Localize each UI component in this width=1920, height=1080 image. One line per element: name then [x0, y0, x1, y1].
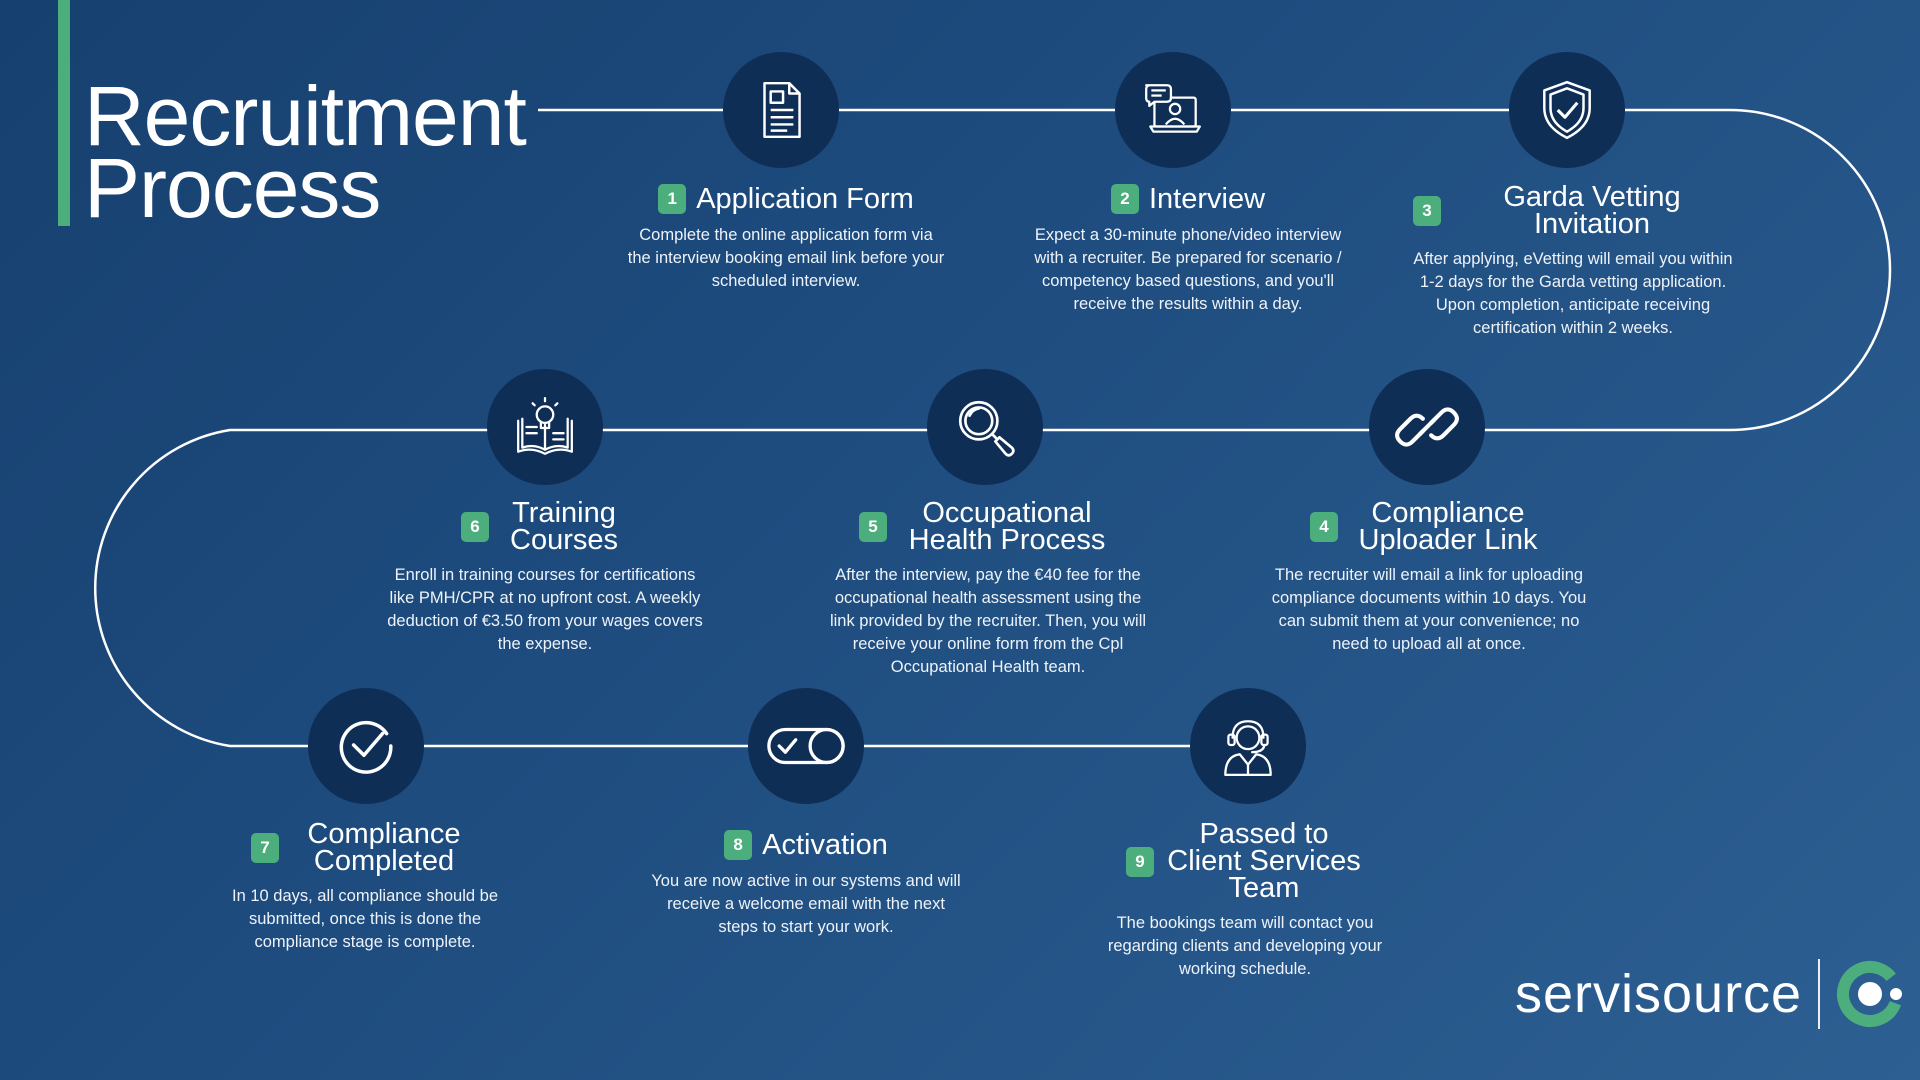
step-6-title: Training Courses [510, 497, 618, 556]
shield-check-icon [1543, 80, 1591, 140]
step-3-icon-circle [1509, 52, 1625, 168]
magnifier-icon [958, 400, 1015, 457]
page-title-line-1: Recruitment [84, 69, 527, 163]
step-1-icon-circle [723, 52, 839, 168]
step-2-title: Interview [1148, 182, 1266, 215]
page-title-line-2: Process [84, 141, 381, 235]
step-7-description: In 10 days, all compliance should be sub… [232, 887, 498, 951]
step-5-title: Occupational Health Process [908, 497, 1106, 556]
logo-text: servisource [1515, 964, 1803, 1024]
step-6-icon-circle [487, 369, 603, 485]
step-5-icon-circle [927, 369, 1043, 485]
servisource-logo-icon [1837, 961, 1904, 1027]
step-2-number-badge: 2 [1110, 184, 1139, 214]
video-interview-icon [1145, 84, 1201, 133]
step-4-title: Compliance Uploader Link [1358, 497, 1538, 556]
step-3-number-badge: 3 [1413, 196, 1441, 226]
step-1-title: Application Form [696, 182, 914, 215]
step-7: 7 Compliance Completed In 10 days, all c… [205, 818, 525, 954]
step-5-description: After the interview, pay the €40 fee for… [829, 566, 1147, 676]
step-2-icon-circle [1115, 52, 1231, 168]
page-title: Recruitment Process [84, 69, 527, 235]
step-5-number-badge: 5 [859, 512, 887, 542]
step-9-number-badge: 9 [1126, 846, 1154, 877]
step-3: 3 Garda Vetting Invitation After applyin… [1413, 181, 1733, 340]
step-9: 9 Passed to Client Services Team The boo… [1085, 818, 1405, 981]
step-4-icon-circle [1369, 369, 1485, 485]
step-5: 5 Occupational Health Process After the … [828, 497, 1148, 679]
headset-agent-icon [1224, 720, 1272, 777]
step-6-number-badge: 6 [461, 512, 489, 542]
accent-bar [58, 0, 70, 226]
step-6-description: Enroll in training courses for certifica… [387, 566, 703, 653]
step-9-title: Passed to Client Services Team [1167, 818, 1361, 904]
toggle-icon [767, 727, 845, 765]
step-4: 4 Compliance Uploader Link The recruiter… [1269, 497, 1589, 656]
step-4-description: The recruiter will email a link for uplo… [1271, 566, 1587, 653]
step-9-icon-circle [1190, 688, 1306, 804]
step-1-description: Complete the online application form via… [627, 226, 945, 290]
servisource-logo: servisource [1515, 958, 1906, 1030]
step-2: 2 Interview Expect a 30-minute phone/vid… [1028, 184, 1348, 316]
step-6: 6 Training Courses Enroll in training co… [385, 497, 705, 656]
step-9-description: The bookings team will contact you regar… [1107, 914, 1383, 978]
link-icon [1395, 407, 1459, 447]
step-7-icon-circle [308, 688, 424, 804]
step-1: 1 Application Form Complete the online a… [626, 184, 946, 293]
step-3-title: Garda Vetting Invitation [1503, 181, 1681, 240]
step-8-description: You are now active in our systems and wi… [651, 872, 961, 936]
document-icon [763, 81, 801, 139]
step-3-description: After applying, eVetting will email you … [1413, 250, 1733, 337]
step-8-number-badge: 8 [724, 830, 753, 860]
step-7-number-badge: 7 [251, 833, 279, 863]
step-8-icon-circle [748, 688, 864, 804]
step-2-description: Expect a 30-minute phone/video interview… [1034, 226, 1342, 313]
logo-divider [1818, 959, 1821, 1029]
step-1-number-badge: 1 [658, 184, 687, 214]
step-8: 8 Activation You are now active in our s… [646, 830, 966, 939]
check-circle-icon [339, 720, 393, 774]
step-8-title: Activation [762, 828, 888, 861]
step-4-number-badge: 4 [1310, 512, 1338, 542]
step-7-title: Compliance Completed [307, 818, 461, 877]
book-lightbulb-icon [517, 396, 573, 455]
